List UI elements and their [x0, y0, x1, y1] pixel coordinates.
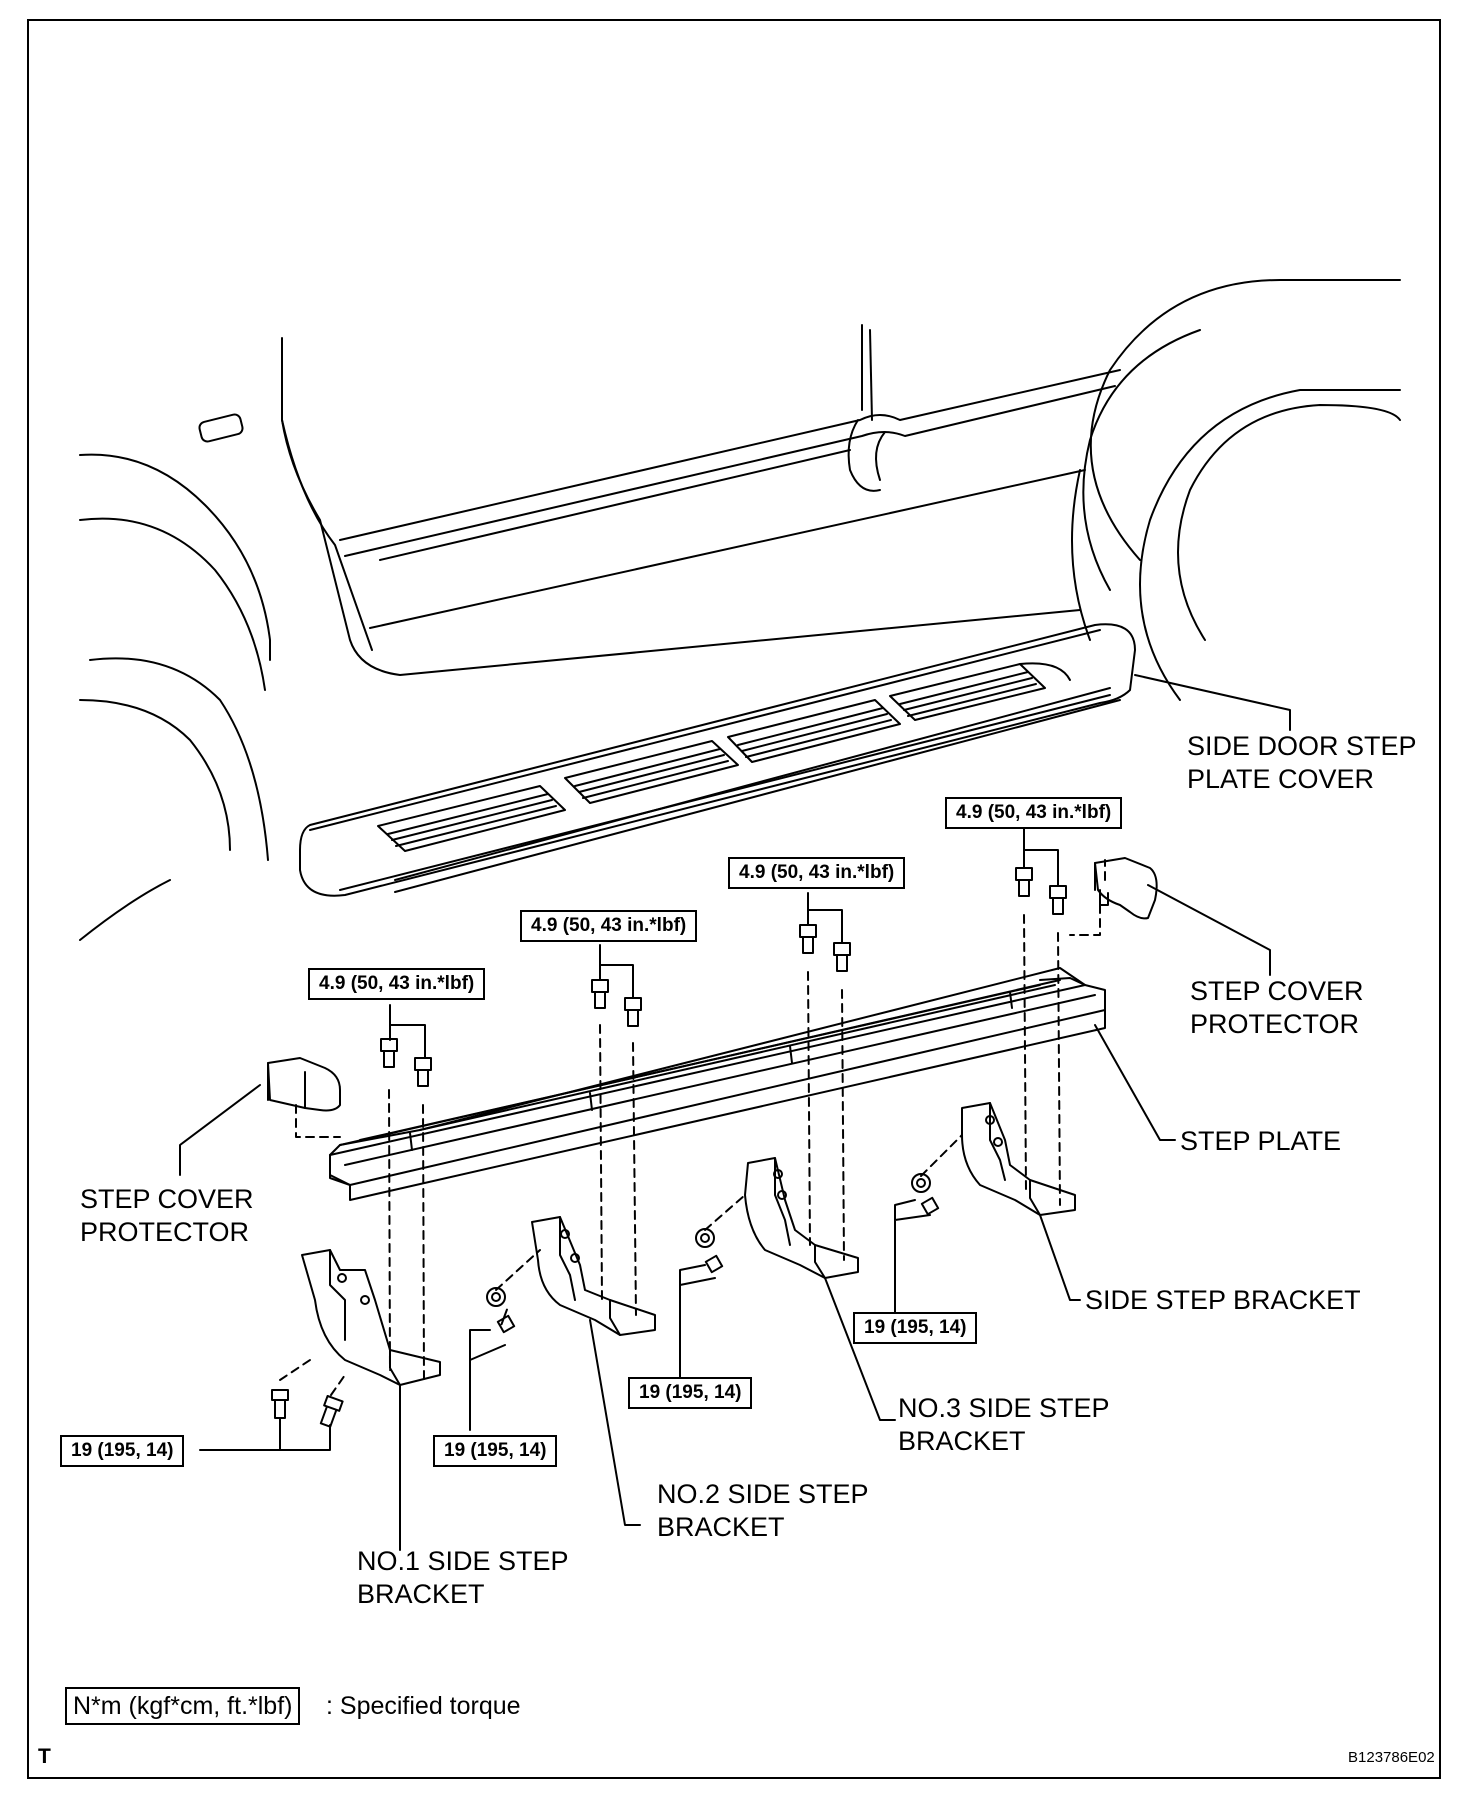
label-step-plate: STEP PLATE [1180, 1126, 1342, 1156]
torque-bracket-bolt-1: 19 (195, 14) [60, 1435, 185, 1467]
torque-bracket-bolt-4: 19 (195, 14) [853, 1312, 978, 1344]
diagram-frame [27, 19, 1441, 1779]
torque-bracket-bolt-3: 19 (195, 14) [628, 1377, 753, 1409]
step-plate [329, 967, 1106, 1201]
assembly-dashed-lines [279, 859, 1106, 1396]
vehicle-body-outline [79, 279, 1401, 941]
no3-side-step-bracket-shape [744, 1157, 859, 1279]
corner-mark: T [38, 1745, 51, 1768]
torque-plate-bolt-3: 4.9 (50, 43 in.*lbf) [728, 857, 906, 889]
no2-side-step-bracket-shape [531, 1216, 656, 1336]
leader-lines [179, 674, 1291, 1551]
legend-torque-description: : Specified torque [326, 1692, 521, 1720]
no1-side-step-bracket-shape [301, 1249, 441, 1386]
side-door-step-plate-cover [299, 623, 1136, 897]
label-side-step-bracket: SIDE STEP BRACKET [1085, 1285, 1361, 1315]
figure-code: B123786E02 [1348, 1749, 1435, 1766]
torque-bracket-bolt-2: 19 (195, 14) [433, 1435, 558, 1467]
label-no3-side-step-bracket: NO.3 SIDE STEP BRACKET [898, 1393, 1110, 1456]
step-cover-protector-right-shape [1094, 857, 1158, 920]
legend-torque-unit-box: N*m (kgf*cm, ft.*lbf) [65, 1687, 301, 1725]
bracket-bolts [271, 1173, 940, 1428]
label-step-cover-protector-left: STEP COVER PROTECTOR [80, 1184, 254, 1247]
label-side-door-step-plate-cover: SIDE DOOR STEP PLATE COVER [1187, 731, 1417, 794]
label-step-cover-protector-right: STEP COVER PROTECTOR [1190, 976, 1364, 1039]
torque-plate-bolt-4: 4.9 (50, 43 in.*lbf) [945, 797, 1123, 829]
step-cover-protector-left-shape [267, 1057, 341, 1112]
torque-plate-bolt-1: 4.9 (50, 43 in.*lbf) [308, 968, 486, 1000]
torque-plate-bolt-2: 4.9 (50, 43 in.*lbf) [520, 910, 698, 942]
side-step-bracket-shape [961, 1102, 1076, 1216]
label-no2-side-step-bracket: NO.2 SIDE STEP BRACKET [657, 1479, 869, 1542]
label-no1-side-step-bracket: NO.1 SIDE STEP BRACKET [357, 1546, 569, 1609]
